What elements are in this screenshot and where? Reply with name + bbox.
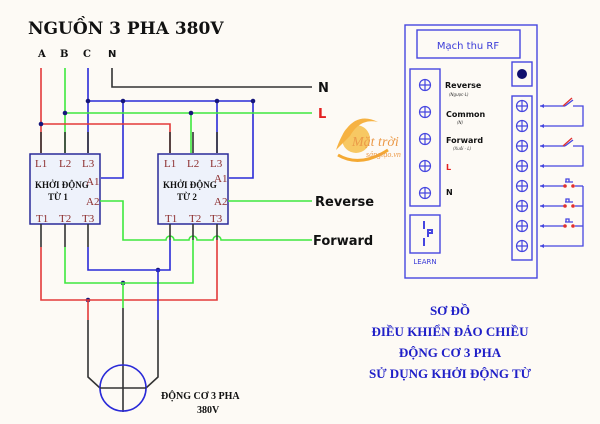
contactor-1-name: KHỞI ĐỘNG — [35, 180, 89, 190]
terminal-sub-forward: (Xuôi - L) — [453, 146, 472, 151]
contact-dot — [571, 184, 575, 188]
contact-dot — [571, 204, 575, 208]
junction-dots — [38, 98, 256, 303]
terminal-screw-icon — [418, 105, 432, 119]
arrow-icon — [540, 144, 544, 148]
phase-label-b: B — [60, 49, 68, 60]
wire-t3-loop — [87, 240, 171, 271]
diagram-caption: SƠ ĐỒ ĐIỀU KHIỂN ĐẢO CHIỀU ĐỘNG CƠ 3 PHA… — [369, 303, 532, 381]
arrow-icon — [540, 204, 544, 208]
motor-label: ĐỘNG CƠ 3 PHA — [161, 389, 240, 402]
pin-l1: L1 — [164, 158, 176, 170]
pin-t3: T3 — [210, 213, 223, 225]
phase-label-a: A — [37, 49, 46, 60]
arrow-icon — [540, 164, 544, 168]
contact-dot — [563, 184, 567, 188]
pin-l2: L2 — [59, 158, 71, 170]
arrow-icon — [540, 224, 544, 228]
rf-module-title: Mạch thu RF — [437, 41, 499, 52]
motor-symbol — [99, 364, 147, 412]
caption-line-1: SƠ ĐỒ — [430, 303, 470, 318]
pin-t3: T3 — [82, 213, 95, 225]
wire-n — [111, 68, 312, 88]
pin-a2: A2 — [86, 196, 99, 208]
contact-dot — [563, 204, 567, 208]
toggle-switch-icon — [564, 139, 584, 167]
phase-label-n: N — [108, 49, 116, 60]
remote-switch-inputs — [540, 97, 584, 248]
learn-button[interactable] — [409, 214, 441, 254]
output-terminal-screw-icon — [515, 199, 529, 213]
terminal-label-l: L — [446, 163, 451, 172]
caption-line-3: ĐỘNG CƠ 3 PHA — [399, 345, 502, 360]
push-button-icon — [565, 178, 573, 183]
caption-line-4: SỬ DỤNG KHỞI ĐỘNG TỪ — [369, 366, 532, 381]
terminal-sub-common: (N) — [457, 120, 464, 125]
status-led — [517, 69, 527, 79]
terminal-label-common: Common — [446, 110, 486, 119]
terminal-label-reverse: Reverse — [445, 81, 482, 90]
wire-t2-loop — [64, 240, 194, 284]
motor-voltage: 380V — [197, 405, 220, 416]
arrow-icon — [540, 244, 544, 248]
terminal-screw-icon — [418, 159, 432, 173]
pin-l3: L3 — [82, 158, 95, 170]
terminal-screw-icon — [418, 186, 432, 200]
pin-l2: L2 — [187, 158, 199, 170]
watermark-subtext: sángtạo.vn — [366, 150, 401, 159]
label-n: N — [318, 81, 329, 96]
common-wire — [565, 186, 584, 247]
watermark-logo: Mặt trời sángtạo.vn — [336, 118, 401, 162]
pin-t1: T1 — [165, 213, 177, 225]
wire-a-to-l1-2 — [41, 123, 171, 153]
wire-c-to-a1-1 — [101, 101, 124, 179]
pin-t2: T2 — [59, 213, 71, 225]
contactor-1-number: TỪ 1 — [48, 192, 68, 202]
output-terminal-screw-icon — [515, 159, 529, 173]
push-button-icon — [565, 218, 573, 223]
label-forward: Forward — [313, 234, 373, 249]
arrow-icon — [540, 184, 544, 188]
terminal-label-n: N — [446, 188, 453, 197]
diagram-title: NGUỒN 3 PHA 380V — [28, 16, 224, 39]
contact-dot — [563, 224, 567, 228]
pin-t1: T1 — [36, 213, 48, 225]
wire-c-to-a1-2 — [229, 101, 254, 179]
output-terminal-screw-icon — [515, 219, 529, 233]
push-button-icon — [565, 198, 573, 203]
terminal-sub-reverse: (Ngược-L) — [449, 92, 469, 97]
phase-label-c: C — [83, 49, 91, 60]
output-terminal-screw-icon — [515, 99, 529, 113]
terminal-label-forward: Forward — [446, 136, 483, 145]
contact-dot — [571, 224, 575, 228]
label-l: L — [318, 107, 326, 122]
watermark-text: Mặt trời — [351, 135, 399, 150]
arrow-icon — [540, 124, 544, 128]
push-button-icon — [423, 221, 433, 246]
caption-line-2: ĐIỀU KHIỂN ĐẢO CHIỀU — [371, 324, 529, 339]
wire-t1-1-red — [40, 240, 218, 301]
learn-label: LEARN — [413, 258, 436, 266]
pin-a2: A2 — [214, 196, 227, 208]
pin-l1: L1 — [35, 158, 47, 170]
rf-receiver-module: Mạch thu RF LEARN — [404, 24, 538, 279]
output-terminal-screw-icon — [515, 119, 529, 133]
output-terminal-screw-icon — [515, 239, 529, 253]
terminal-screw-icon — [418, 78, 432, 92]
label-reverse: Reverse — [315, 195, 374, 210]
terminal-screw-icon — [418, 132, 432, 146]
output-terminal-screw-icon — [515, 139, 529, 153]
contactor-2: L1 L2 L3 A1 A2 T1 T2 T3 KHỞI ĐỘNG TỪ 2 — [157, 153, 229, 225]
contactor-1: L1 L2 L3 A1 A2 T1 T2 T3 KHỞI ĐỘNG TỪ 1 — [29, 153, 101, 225]
toggle-switch-icon — [564, 99, 584, 127]
pin-l3: L3 — [210, 158, 223, 170]
contactor-2-number: TỪ 2 — [177, 192, 197, 202]
output-terminal-screw-icon — [515, 179, 529, 193]
arrow-icon — [540, 104, 544, 108]
pin-t2: T2 — [189, 213, 201, 225]
pin-a1: A1 — [86, 176, 99, 188]
pin-a1: A1 — [214, 173, 227, 185]
contactor-2-name: KHỞI ĐỘNG — [163, 180, 217, 190]
